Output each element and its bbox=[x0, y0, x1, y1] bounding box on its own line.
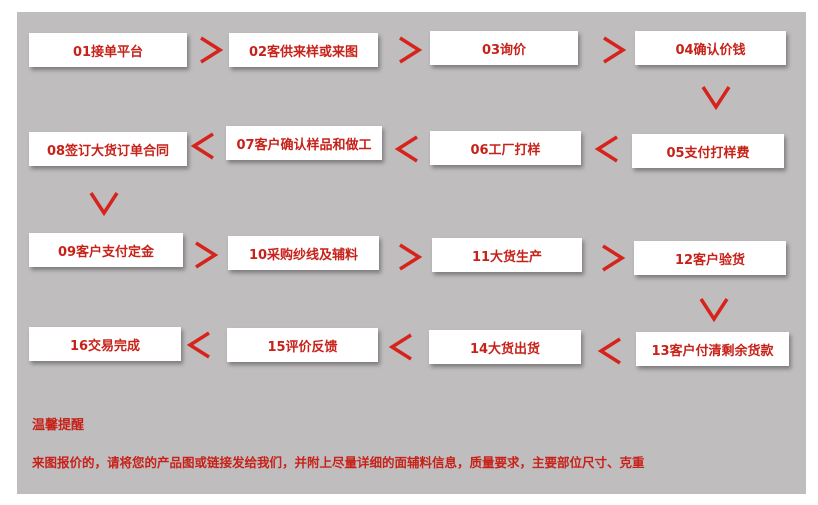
step-03: 03询价 bbox=[430, 31, 578, 65]
step-09: 09客户支付定金 bbox=[29, 233, 183, 267]
arrow-left-icon bbox=[388, 332, 414, 362]
arrow-right-icon bbox=[397, 242, 423, 272]
step-12: 12客户验货 bbox=[634, 241, 786, 275]
step-16: 16交易完成 bbox=[29, 327, 181, 361]
step-04: 04确认价钱 bbox=[635, 31, 786, 65]
step-11: 11大货生产 bbox=[432, 238, 582, 272]
arrow-down-icon bbox=[700, 84, 732, 110]
step-08: 08签订大货订单合同 bbox=[29, 132, 187, 166]
arrow-right-icon bbox=[601, 35, 627, 65]
arrow-down-icon bbox=[698, 296, 730, 322]
step-06: 06工厂打样 bbox=[430, 131, 581, 165]
step-15: 15评价反馈 bbox=[227, 328, 378, 362]
note-title: 温馨提醒 bbox=[32, 418, 85, 433]
arrow-right-icon bbox=[397, 35, 423, 65]
arrow-left-icon bbox=[594, 134, 620, 164]
arrow-left-icon bbox=[394, 134, 420, 164]
arrow-left-icon bbox=[186, 330, 212, 360]
arrow-left-icon bbox=[190, 131, 216, 161]
arrow-right-icon bbox=[198, 35, 224, 65]
arrow-left-icon bbox=[597, 336, 623, 366]
step-02: 02客供来样或来图 bbox=[229, 33, 378, 67]
step-14: 14大货出货 bbox=[429, 330, 581, 364]
arrow-right-icon bbox=[600, 243, 626, 273]
step-05: 05支付打样费 bbox=[632, 134, 784, 168]
step-01: 01接单平台 bbox=[29, 33, 187, 67]
arrow-right-icon bbox=[193, 240, 219, 270]
arrow-down-icon bbox=[88, 190, 120, 216]
step-13: 13客户付清剩余货款 bbox=[636, 332, 789, 366]
note-text: 来图报价的，请将您的产品图或链接发给我们，并附上尽量详细的面辅料信息，质量要求，… bbox=[32, 455, 645, 470]
step-07: 07客户确认样品和做工 bbox=[226, 126, 382, 160]
step-10: 10采购纱线及辅料 bbox=[228, 236, 379, 270]
